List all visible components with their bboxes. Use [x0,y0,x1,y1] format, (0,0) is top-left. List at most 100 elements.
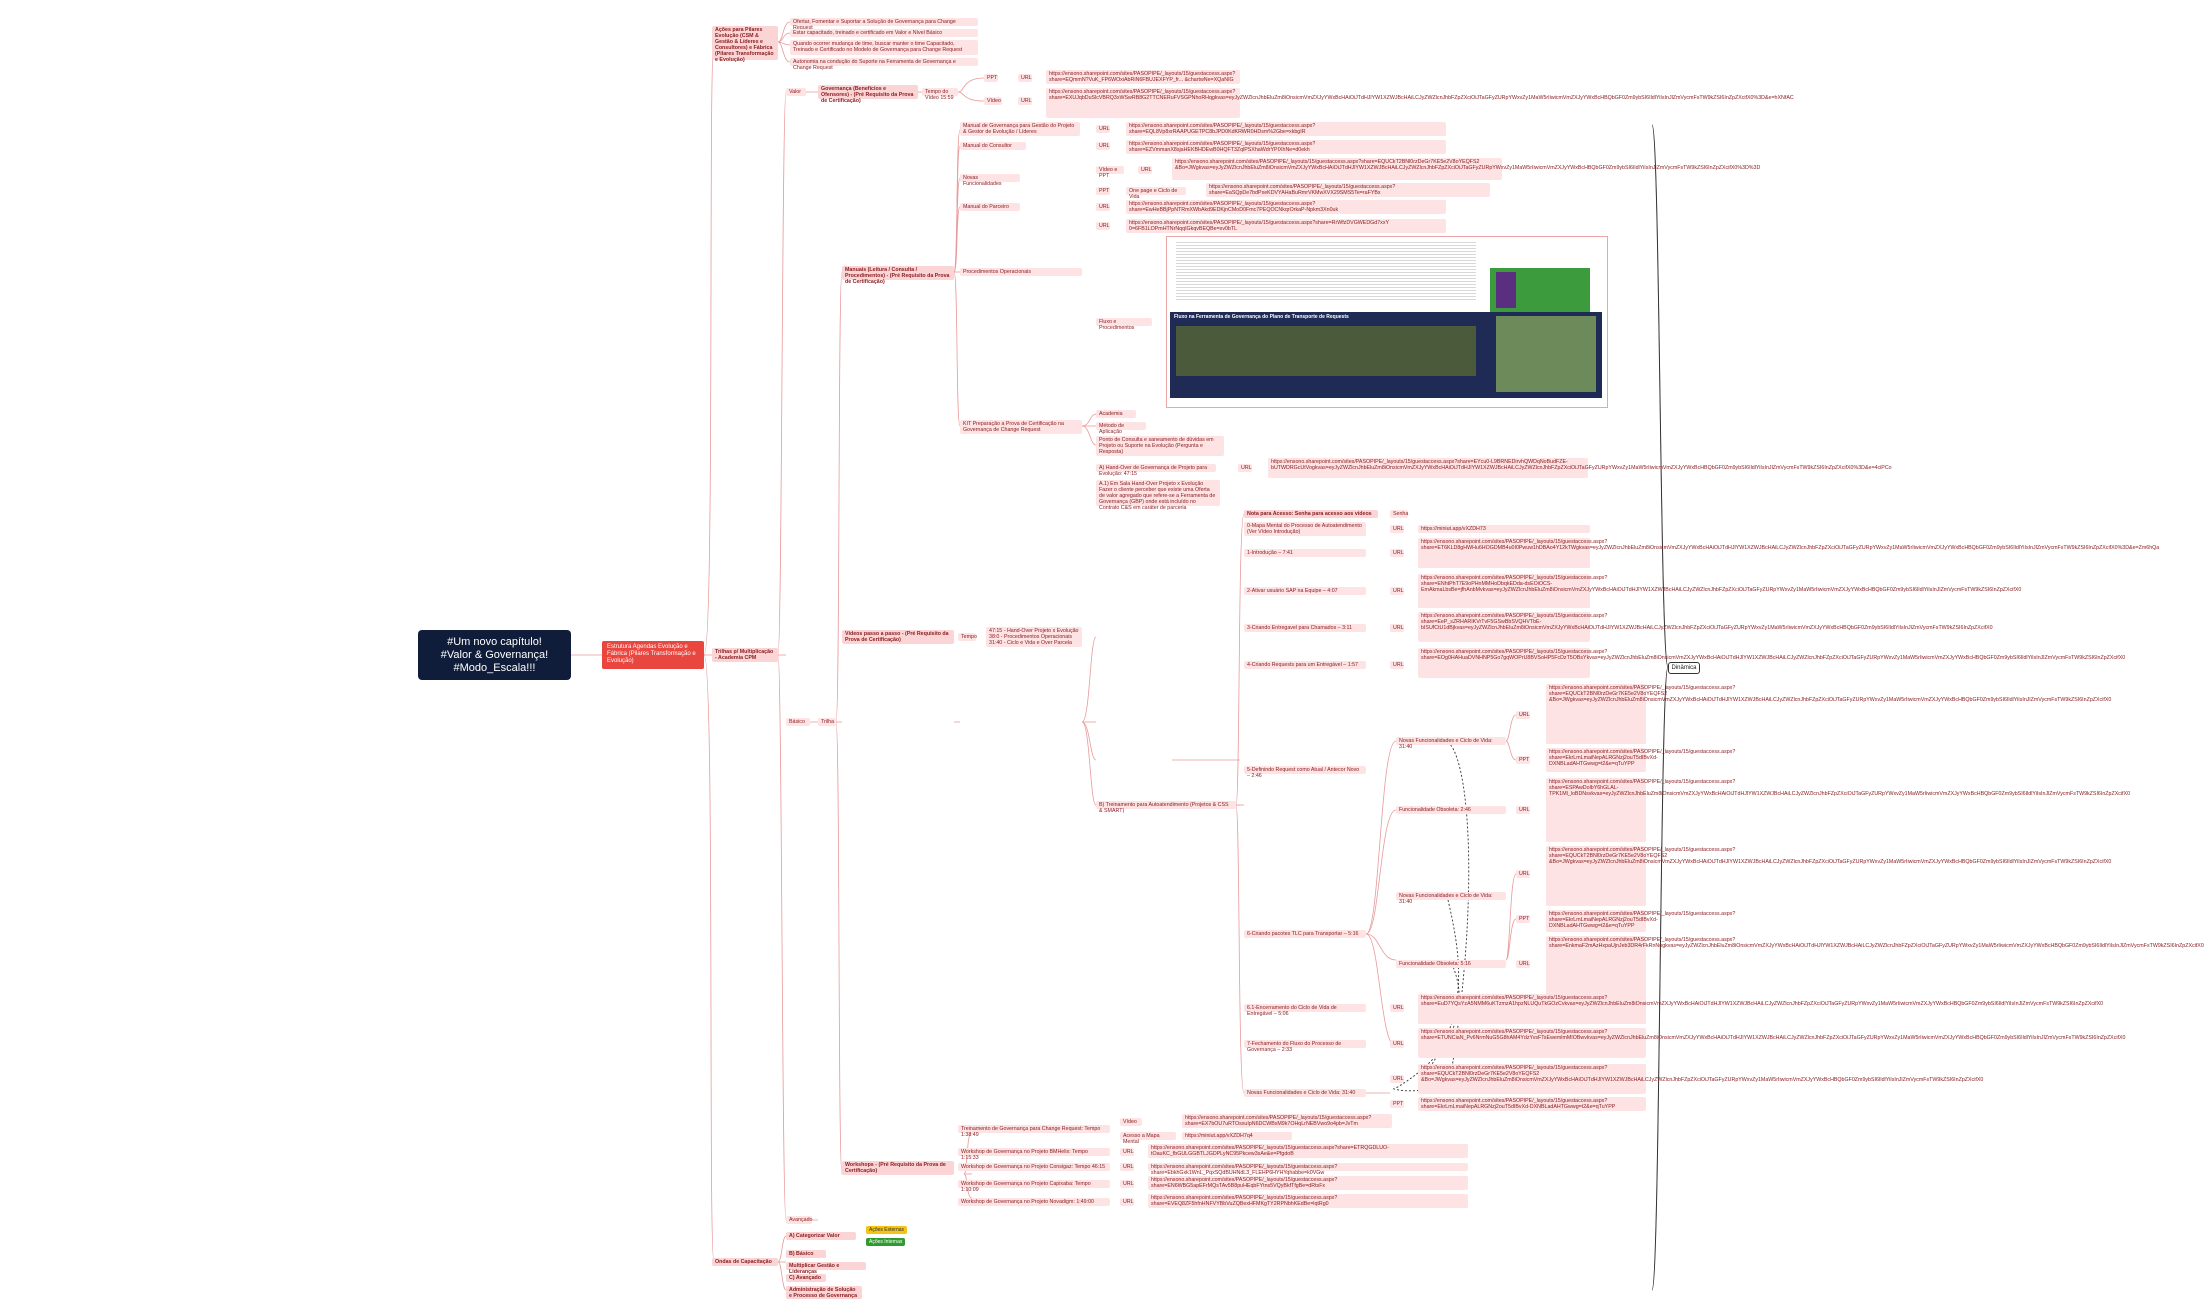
node-video-ppt[interactable]: Vídeo e PPT [1096,166,1124,179]
node-url[interactable]: URL [1516,960,1530,968]
node-url[interactable]: URL [1516,870,1530,878]
node-url[interactable]: URL [1120,1198,1134,1206]
node-url[interactable]: URL [1120,1148,1134,1156]
link-criando-entregavel[interactable]: https://ensono.sharepoint.com/sites/PASO… [1418,612,1993,642]
link-ws-consigaz[interactable]: https://ensono.sharepoint.com/sites/PASO… [1148,1163,1468,1176]
node-criando-request[interactable]: 4-Criando Requests para um Entregável – … [1244,661,1366,669]
node-url[interactable]: URL [1018,74,1032,82]
link-nf3-ppt[interactable]: https://ensono.sharepoint.com/sites/PASO… [1418,1097,1646,1111]
node-url[interactable]: URL [1516,711,1530,719]
node-valor[interactable]: Valor [786,88,806,96]
link-proc-oper[interactable]: https://ensono.sharepoint.com/sites/PASO… [1126,219,1446,233]
node-novas-func[interactable]: Novas Funcionalidades [960,174,1020,187]
link-manual-parceiro[interactable]: https://ensono.sharepoint.com/sites/PASO… [1126,200,1446,214]
node-ppt[interactable]: PPT [1390,1100,1404,1108]
node-manual-gov[interactable]: Manual de Governança para Gestão do Proj… [960,122,1080,136]
node-url[interactable]: URL [1390,587,1404,595]
topic-ondas[interactable]: Ondas de Capacitação [712,1258,778,1266]
node-url[interactable]: URL [1390,1004,1404,1012]
link-ws-capixaba[interactable]: https://ensono.sharepoint.com/sites/PASO… [1148,1176,1468,1190]
main-topic[interactable]: Estrutura Agendas Evolução e Fábrica (Pi… [602,641,704,669]
node-url[interactable]: URL [1390,525,1404,533]
link-criando-request[interactable]: https://ensono.sharepoint.com/sites/PASO… [1418,648,2125,678]
node-ppt[interactable]: PPT [1096,187,1110,195]
link-nf2-ppt[interactable]: https://ensono.sharepoint.com/sites/PASO… [1546,910,1735,932]
acoes-item[interactable]: Autonomia na condução do Suporte na Ferr… [790,58,978,71]
node-avancado[interactable]: Avançado [786,1216,812,1224]
link-novas-func[interactable]: https://ensono.sharepoint.com/sites/PASO… [1172,158,1760,180]
node-metodo[interactable]: Método de Aplicação [1096,422,1146,435]
node-func-obsoleta2[interactable]: Funcionalidade Obsoleta: 5:16 [1396,960,1506,968]
node-url[interactable]: URL [1516,806,1530,814]
node-intro[interactable]: 1-Introdução – 7:41 [1244,549,1366,557]
node-tempo-video[interactable]: Tempo do Vídeo 15:59 [922,88,958,101]
node-treinamento-auto[interactable]: B) Treinamento para Autoatendimento (Pro… [1096,801,1236,814]
node-fluxo-proc[interactable]: Fluxo e Procedimentos [1096,318,1152,331]
link-ws-novadigm[interactable]: https://ensono.sharepoint.com/sites/PASO… [1148,1194,1468,1208]
node-video[interactable]: Vídeo [984,97,1002,105]
topic-acoes[interactable]: Ações para Pilares Evolução (CSM & Gestã… [712,26,778,63]
node-mapa-mental[interactable]: 0-Mapa Mental do Processo de Autoatendim… [1244,522,1366,536]
node-ponto-consulta[interactable]: Ponto de Consulta e saneamento de dúvida… [1096,436,1224,456]
node-proc-oper[interactable]: Procedimentos Operacionais [960,268,1082,276]
node-tempo-detail[interactable]: 47:15 - Hand-Over Projeto x Evolução 38:… [986,627,1082,647]
node-ppt[interactable]: PPT [984,74,998,82]
node-video[interactable]: Vídeo [1120,1118,1142,1126]
link-nf1[interactable]: https://ensono.sharepoint.com/sites/PASO… [1546,684,2111,744]
topic-trilhas[interactable]: Trilhas p/ Multiplicação - Academia CPM [712,648,778,662]
dynamic-boundary-label[interactable]: Dinâmica [1668,662,1700,674]
node-tempo[interactable]: Tempo [958,633,977,641]
node-ws-consigaz[interactable]: Workshop de Governança no Projeto Consig… [958,1163,1110,1171]
node-novas-func-31[interactable]: Novas Funcionalidades e Ciclo de Vida: 3… [1244,1089,1366,1097]
node-novas-func-ciclo2[interactable]: Novas Funcionalidades e Ciclo de Vida: 3… [1396,892,1506,905]
node-url[interactable]: URL [1096,125,1110,133]
node-encerramento[interactable]: 6.1-Encerramento do Ciclo de Vida de Ent… [1244,1004,1366,1017]
node-url[interactable]: URL [1138,166,1152,174]
link-mapa[interactable]: https://miniut.app/vXZDH73 [1418,525,1590,533]
link-one-page[interactable]: https://ensono.sharepoint.com/sites/PASO… [1206,183,1490,197]
node-workshops[interactable]: Workshops - (Pré Requisito da Prova de C… [842,1161,954,1175]
node-ppt[interactable]: PPT [1516,915,1530,923]
node-fechamento[interactable]: 7-Fechamento do Fluxo do Processo de Gov… [1244,1040,1366,1053]
link-acesso-mapa[interactable]: https://miniut.app/vXZDH7q4 [1182,1132,1292,1140]
node-manual-consultor[interactable]: Manual do Consultor [960,142,1026,150]
node-url[interactable]: URL [1120,1180,1134,1188]
node-trilha[interactable]: Trilha [818,718,836,726]
node-oferta-valor[interactable]: A.1) Em Sala Hand-Over Projeto x Evoluçã… [1096,480,1220,511]
node-trein-gov[interactable]: Treinamento de Governança para Change Re… [958,1125,1110,1138]
link-trein-gov[interactable]: https://ensono.sharepoint.com/sites/PASO… [1182,1114,1392,1128]
link-obsoleta[interactable]: https://ensono.sharepoint.com/sites/PASO… [1546,778,2130,842]
node-onda-c[interactable]: C) Avançado [786,1274,826,1282]
node-url[interactable]: URL [1390,624,1404,632]
tag-acoes-externas[interactable]: Ações Externas [866,1226,908,1234]
link-fechamento[interactable]: https://ensono.sharepoint.com/sites/PASO… [1418,1028,2126,1058]
node-novas-func-ciclo[interactable]: Novas Funcionalidades e Ciclo de Vida: 3… [1396,737,1506,750]
acoes-item[interactable]: Quando ocorrer mudança de time, buscar m… [790,40,978,55]
node-onda-adm[interactable]: Administração de Solução e Processo de G… [786,1286,862,1299]
node-one-page[interactable]: One page e Ciclo de Vida [1126,187,1186,200]
link-intro[interactable]: https://ensono.sharepoint.com/sites/PASO… [1418,538,2159,568]
node-kit-prep[interactable]: KIT Preparação a Prova de Certificação n… [960,420,1082,434]
node-onda-mult[interactable]: Multiplicar Gestão e Lideranças [786,1262,866,1275]
node-url[interactable]: URL [1390,1040,1404,1048]
node-hand-over[interactable]: A) Hand-Over de Governança de Projeto pa… [1096,464,1216,477]
node-ppt[interactable]: PPT [1516,756,1530,764]
node-ativar-usuario[interactable]: 2-Ativar usuário SAP na Equipe – 4:07 [1244,587,1366,595]
node-videos-passo[interactable]: Vídeos passo a passo - (Pré Requisito da… [842,630,954,644]
node-basico[interactable]: Básico [786,718,810,726]
node-acesso-mapa[interactable]: Acesso a Mapa Mental [1120,1132,1176,1145]
node-criando-tlc[interactable]: 6-Criando pacotes TLC para Transportar –… [1244,930,1366,938]
link-ativar[interactable]: https://ensono.sharepoint.com/sites/PASO… [1418,574,2021,608]
link-nf3[interactable]: https://ensono.sharepoint.com/sites/PASO… [1418,1064,1983,1094]
node-func-obsoleta[interactable]: Funcionalidade Obsoleta: 2:46 [1396,806,1506,814]
node-url[interactable]: URL [1096,142,1110,150]
link-nf2[interactable]: https://ensono.sharepoint.com/sites/PASO… [1546,846,2111,906]
node-ws-capixaba[interactable]: Workshop de Governança no Projeto Capixa… [958,1180,1110,1193]
root-node[interactable]: #Um novo capítulo! #Valor & Governança! … [418,630,571,680]
node-manuais[interactable]: Manuais (Leitura / Consulta / Procedimen… [842,266,954,285]
acoes-item[interactable]: Ofertar, Fomentar e Suportar a Solução d… [790,18,978,31]
node-url[interactable]: URL [1096,203,1110,211]
link-nf1-ppt[interactable]: https://ensono.sharepoint.com/sites/PASO… [1546,748,1735,772]
node-url[interactable]: URL [1390,1075,1404,1083]
node-manual-parceiro[interactable]: Manual do Parceiro [960,203,1020,211]
